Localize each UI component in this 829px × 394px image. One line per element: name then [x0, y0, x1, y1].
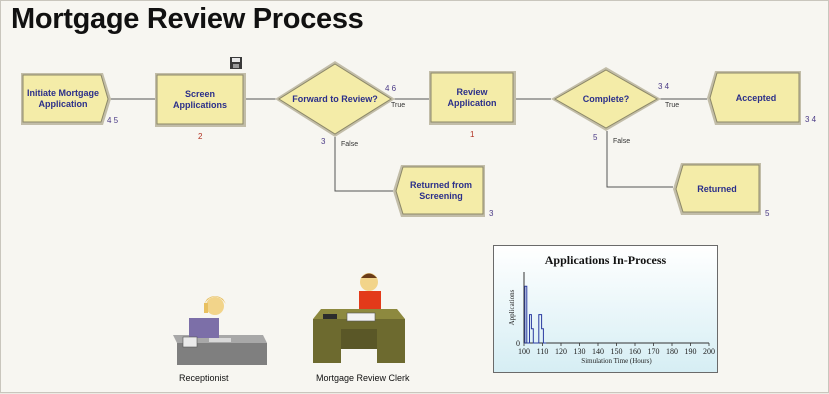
plot-x-tick-label: 140: [592, 347, 604, 356]
decide1-false-label: False: [341, 141, 358, 148]
save-disk-icon: [230, 57, 242, 69]
dispose-module-returned[interactable]: Returned: [673, 163, 761, 215]
clerk-resource-picture[interactable]: [313, 273, 405, 363]
screen-label-2: Applications: [173, 100, 227, 110]
process-module-review[interactable]: Review Application: [429, 71, 516, 125]
plot-x-tick-label: 190: [685, 347, 697, 356]
dispose-module-returned-from-screening[interactable]: Returned from Screening: [393, 165, 485, 217]
receptionist-resource-picture[interactable]: [173, 296, 267, 365]
plot-x-tick-label: 160: [629, 347, 641, 356]
plot-y-axis-label: Applications: [508, 289, 516, 325]
create-count: 4 5: [107, 116, 119, 125]
review-label-2: Application: [448, 98, 497, 108]
decide2-label: Complete?: [583, 94, 630, 104]
decide1-true-label: True: [391, 102, 405, 109]
accepted-count: 3 4: [805, 115, 817, 124]
decide-module-forward-to-review[interactable]: Forward to Review?: [275, 61, 395, 137]
accepted-label: Accepted: [736, 93, 777, 103]
decide1-label: Forward to Review?: [292, 94, 378, 104]
clerk-label: Mortgage Review Clerk: [316, 373, 410, 383]
plot-x-tick-label: 170: [648, 347, 660, 356]
returned-screening-label-1: Returned from: [410, 180, 472, 190]
create-module-initiate[interactable]: Initiate Mortgage Application: [21, 73, 111, 125]
plot-title: Applications In-Process: [544, 253, 667, 267]
review-count: 1: [470, 130, 475, 139]
plot-x-tick-label: 180: [666, 347, 678, 356]
connector-decide-returned-screening: [334, 137, 393, 192]
plot-x-tick-label: 110: [537, 347, 549, 356]
create-label-1: Initiate Mortgage: [27, 88, 99, 98]
review-label-1: Review: [456, 87, 488, 97]
decide2-false-label: False: [613, 138, 630, 145]
plot-x-axis-label: Simulation Time (Hours): [581, 357, 652, 365]
plot-svg: 100 110 120 130 140 150 160 170 180 190 200 0Simula…: [508, 272, 715, 365]
plot-y-tick-label: 0: [516, 339, 520, 348]
connector-complete-returned: [606, 131, 673, 188]
decide2-false-count: 5: [593, 133, 598, 142]
page-title: Mortgage Review Process: [11, 3, 364, 35]
plot-x-tick-label: 200: [703, 347, 715, 356]
plot-x-tick-label: 130: [574, 347, 586, 356]
returned-screening-label-2: Screening: [419, 191, 463, 201]
returned-screening-count: 3: [489, 209, 494, 218]
dispose-module-accepted[interactable]: Accepted: [707, 71, 801, 125]
plot-x-tick-label: 100: [518, 347, 530, 356]
decide1-count: 4 6: [385, 84, 397, 93]
process-module-screen[interactable]: Screen Applications: [155, 73, 246, 127]
returned-count: 5: [765, 209, 770, 218]
plot-x-tick-label: 120: [555, 347, 567, 356]
decide2-true-label: True: [665, 102, 679, 109]
decide1-false-count: 3: [321, 137, 326, 146]
connectors: [109, 98, 707, 192]
screen-count: 2: [198, 132, 203, 141]
returned-label: Returned: [697, 184, 737, 194]
decide2-count: 3 4: [658, 82, 670, 91]
receptionist-label: Receptionist: [179, 373, 229, 383]
plot-series-line: [524, 285, 547, 344]
create-label-2: Application: [39, 99, 88, 109]
screen-label-1: Screen: [185, 89, 215, 99]
plot-x-tick-label: 150: [611, 347, 623, 356]
decide-module-complete[interactable]: Complete?: [551, 67, 661, 131]
